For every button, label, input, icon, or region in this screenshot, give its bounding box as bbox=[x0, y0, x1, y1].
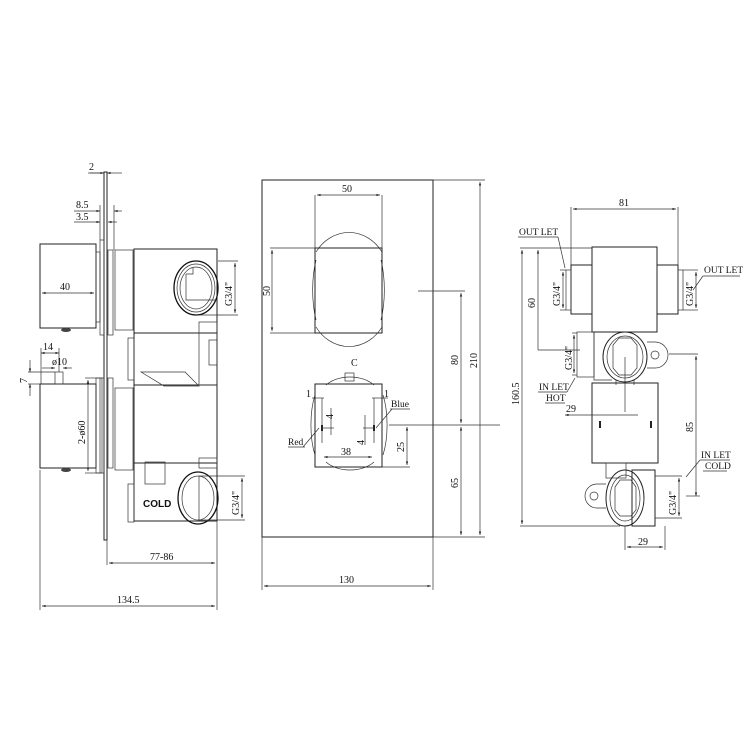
dim-mark-len-right: 4 bbox=[356, 440, 367, 445]
dim-inlet-offset-top: 29 bbox=[566, 404, 576, 415]
dim-handle-diameter: 2-ø60 bbox=[77, 421, 88, 444]
dim-inlet-spacing: 85 bbox=[685, 422, 696, 432]
dim-body-depth: 77-86 bbox=[150, 552, 173, 563]
thread-inlet-hot: G3/4" bbox=[564, 346, 575, 370]
cover-plate bbox=[261, 179, 434, 538]
dim-plate-thickness: 2 bbox=[89, 162, 94, 173]
front-view: 50 50 C 1 1 4 4 38 Red Blue bbox=[261, 179, 500, 590]
dim-pin-diameter: ø10 bbox=[52, 357, 67, 368]
dim-thread-top: G3/4" bbox=[224, 282, 235, 306]
valve-body-upper bbox=[133, 248, 218, 334]
dim-handle-depth: 40 bbox=[60, 282, 70, 293]
dim-outlet-height: 60 bbox=[527, 298, 538, 308]
dim-handle-width: 50 bbox=[342, 184, 352, 195]
lower-handle-front bbox=[314, 383, 383, 468]
outlet-left-label: OUT LET bbox=[519, 228, 558, 238]
dim-3-5: 3.5 bbox=[76, 212, 89, 223]
upper-outlet-thread bbox=[173, 260, 219, 316]
dim-knob-spacing: 38 bbox=[341, 447, 351, 458]
inlet-hot-label-2: HOT bbox=[546, 394, 566, 404]
dim-pin-height: 7 bbox=[19, 378, 30, 383]
dim-thread-bottom: G3/4" bbox=[231, 491, 242, 515]
side-view: COLD 2 8.5 3.5 40 14 ø10 7 2 bbox=[19, 162, 245, 610]
valve-body-lower bbox=[133, 462, 218, 522]
dim-inlet-offset-bottom: 29 bbox=[638, 537, 648, 548]
rear-upper-body bbox=[591, 246, 658, 333]
lower-outlet-thread bbox=[177, 471, 219, 525]
dim-pin-offset: 14 bbox=[43, 342, 53, 353]
dim-lower-spacing: 65 bbox=[450, 478, 461, 488]
blue-label: Blue bbox=[391, 400, 409, 410]
rear-view: 81 OUT LET G3/4" OUT LET G3/4" 60 160.5 bbox=[511, 198, 743, 550]
thread-inlet-cold: G3/4" bbox=[668, 491, 679, 515]
dim-body-width: 81 bbox=[619, 198, 629, 209]
inlet-cold-label-1: IN LET bbox=[701, 451, 731, 461]
cold-label: COLD bbox=[143, 499, 171, 510]
dim-overall-height-rear: 160.5 bbox=[511, 383, 522, 406]
dim-mark-len-left: 4 bbox=[325, 414, 336, 419]
thread-outlet-left: G3/4" bbox=[552, 282, 563, 306]
dim-upper-spacing: 80 bbox=[450, 355, 461, 365]
dim-mark-offset-right: 1 bbox=[384, 389, 389, 400]
cold-inlet-fitting bbox=[605, 469, 645, 527]
dim-mark-offset-left: 1 bbox=[306, 389, 311, 400]
dim-8-5: 8.5 bbox=[76, 200, 89, 211]
dim-lower-offset: 25 bbox=[396, 442, 407, 452]
outlet-right-label: OUT LET bbox=[704, 266, 743, 276]
dim-overall-depth: 134.5 bbox=[117, 595, 140, 606]
center-label: C bbox=[351, 358, 358, 369]
dim-handle-height: 50 bbox=[262, 286, 273, 296]
dim-overall-height: 210 bbox=[469, 353, 480, 368]
dim-plate-width: 130 bbox=[339, 575, 354, 586]
inlet-hot-label-1: IN LET bbox=[539, 383, 569, 393]
thread-outlet-right: G3/4" bbox=[685, 282, 696, 306]
inlet-cold-label-2: COLD bbox=[705, 462, 731, 472]
wall-plate bbox=[103, 171, 108, 541]
red-label: Red bbox=[288, 438, 304, 448]
upper-handle-front bbox=[314, 247, 383, 334]
